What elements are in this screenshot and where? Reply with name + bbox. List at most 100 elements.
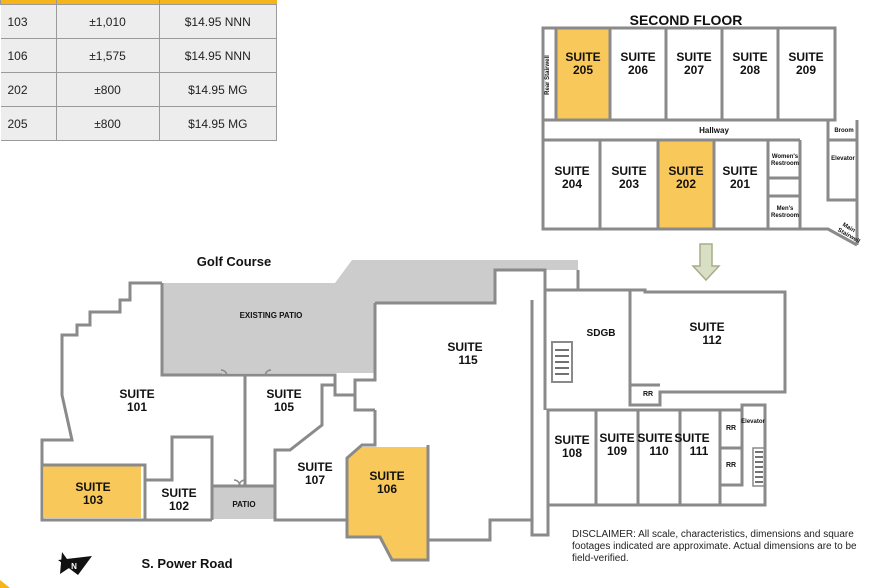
table-row: 103±1,010$14.95 NNN	[0, 4, 277, 39]
rate-cell: $14.95 MG	[158, 72, 277, 107]
door	[233, 479, 241, 487]
suite-label: SUITE	[266, 387, 301, 401]
suite-label: SUITE	[611, 164, 646, 178]
suite-102-walls	[145, 435, 214, 520]
corner-accent	[0, 580, 10, 588]
suite-105-walls	[245, 373, 347, 522]
suite-label: SUITE	[732, 50, 767, 64]
suite-number: 205	[573, 63, 593, 77]
suite-number: 204	[562, 177, 582, 191]
upper-suite-walls	[554, 28, 780, 120]
rr-label: RR	[643, 391, 653, 398]
suite-label: SUITE	[161, 486, 196, 500]
suite-115-top-wall	[375, 268, 578, 305]
suite-number: 209	[796, 63, 816, 77]
suite-number: 102	[169, 499, 189, 513]
rate-cell: $14.95 MG	[158, 106, 277, 141]
womens-restroom-label: Restroom	[771, 161, 799, 167]
rr-label: RR	[726, 425, 736, 432]
hallway-label: Hallway	[699, 126, 729, 135]
road-label: S. Power Road	[141, 556, 232, 571]
suite-number: 202	[676, 177, 696, 191]
stair	[752, 447, 766, 487]
door	[264, 369, 272, 377]
size-cell: ±1,010	[55, 4, 160, 39]
suite-label: SUITE	[119, 387, 154, 401]
suite-205-highlight	[556, 28, 610, 120]
elevator-label: Elevator	[831, 156, 855, 162]
suite-label: SUITE	[599, 431, 634, 445]
suite-label: SUITE	[620, 50, 655, 64]
stair-steps	[755, 451, 763, 483]
west-wing-outline	[40, 281, 212, 522]
suite-label: SUITE	[369, 469, 404, 483]
suite-label: SUITE	[447, 340, 482, 354]
patio-label: PATIO	[232, 500, 255, 509]
suite-number: 107	[305, 473, 325, 487]
suite-cell: 205	[0, 106, 57, 141]
existing-patio-area	[162, 260, 578, 375]
suite-112-outline	[576, 270, 787, 407]
suite-number: 106	[377, 482, 397, 496]
second-floor-plan: SECOND FLOOR Rear Stairwell SUITE 205 SU…	[541, 12, 861, 247]
pricing-table: 103±1,010$14.95 NNN 106±1,575$14.95 NNN …	[0, 0, 277, 141]
second-floor-title: SECOND FLOOR	[630, 12, 743, 28]
rear-stairwell-label: Rear Stairwell	[545, 55, 551, 95]
suite-106-highlight	[347, 447, 428, 560]
suite-number: 111	[690, 444, 709, 458]
disclaimer-text: DISCLAIMER: All scale, characteristics, …	[572, 529, 857, 564]
suite-number: 208	[740, 63, 760, 77]
suite-cell: 103	[0, 4, 57, 39]
lower-suites-outline	[541, 140, 802, 231]
lower-suite-walls	[598, 140, 770, 229]
suite-number: 112	[702, 333, 722, 347]
suite-label: SUITE	[674, 431, 709, 445]
restroom-walls	[768, 176, 800, 198]
upper-suites-outline	[541, 26, 837, 122]
suite-number: 101	[127, 400, 147, 414]
suite-number: 109	[607, 444, 627, 458]
patio-area	[212, 486, 275, 519]
restroom-walls	[720, 408, 744, 487]
existing-patio-label: EXISTING PATIO	[240, 311, 303, 320]
suite-101-walls	[160, 283, 247, 486]
suite-label: SUITE	[668, 164, 703, 178]
suite-number: 203	[619, 177, 639, 191]
table-header-strip	[0, 0, 277, 5]
golf-course-label: Golf Course	[197, 254, 271, 269]
first-floor-plan: Golf Course EXISTING PATIO	[40, 254, 787, 562]
table-row: 106±1,575$14.95 NNN	[0, 38, 277, 73]
suite-115-outline	[345, 408, 555, 562]
sdgb-label: SDGB	[587, 328, 616, 339]
suite-label: SUITE	[722, 164, 757, 178]
down-arrow-icon	[691, 243, 721, 282]
suite-label: SUITE	[554, 164, 589, 178]
suite-label: SUITE	[75, 480, 110, 494]
suite-202-highlight	[658, 141, 714, 229]
stair-wall	[800, 227, 858, 247]
mens-restroom-label: Men's	[777, 206, 794, 212]
suite-103-walls	[42, 463, 147, 520]
suite-number: 103	[83, 493, 103, 507]
rr-label: RR	[726, 462, 736, 469]
elevator-label: Elevator	[741, 419, 765, 425]
suite-number: 105	[274, 400, 294, 414]
suite-label: SUITE	[565, 50, 600, 64]
stair	[551, 341, 573, 383]
suite-label: SUITE	[297, 460, 332, 474]
size-cell: ±1,575	[55, 38, 160, 73]
east-wing-bottom	[548, 403, 767, 507]
size-cell: ±800	[55, 106, 160, 141]
suite-number: 207	[684, 63, 704, 77]
corridor-walls	[333, 303, 377, 397]
north-arrow-icon: N	[58, 552, 92, 575]
suite-label: SUITE	[676, 50, 711, 64]
suite-number: 201	[730, 177, 750, 191]
door	[220, 369, 228, 377]
suite-label: SUITE	[689, 320, 724, 334]
suite-number: 206	[628, 63, 648, 77]
stair-steps	[555, 349, 569, 375]
mens-restroom-label: Restroom	[771, 213, 799, 219]
suite-number: 108	[562, 446, 582, 460]
